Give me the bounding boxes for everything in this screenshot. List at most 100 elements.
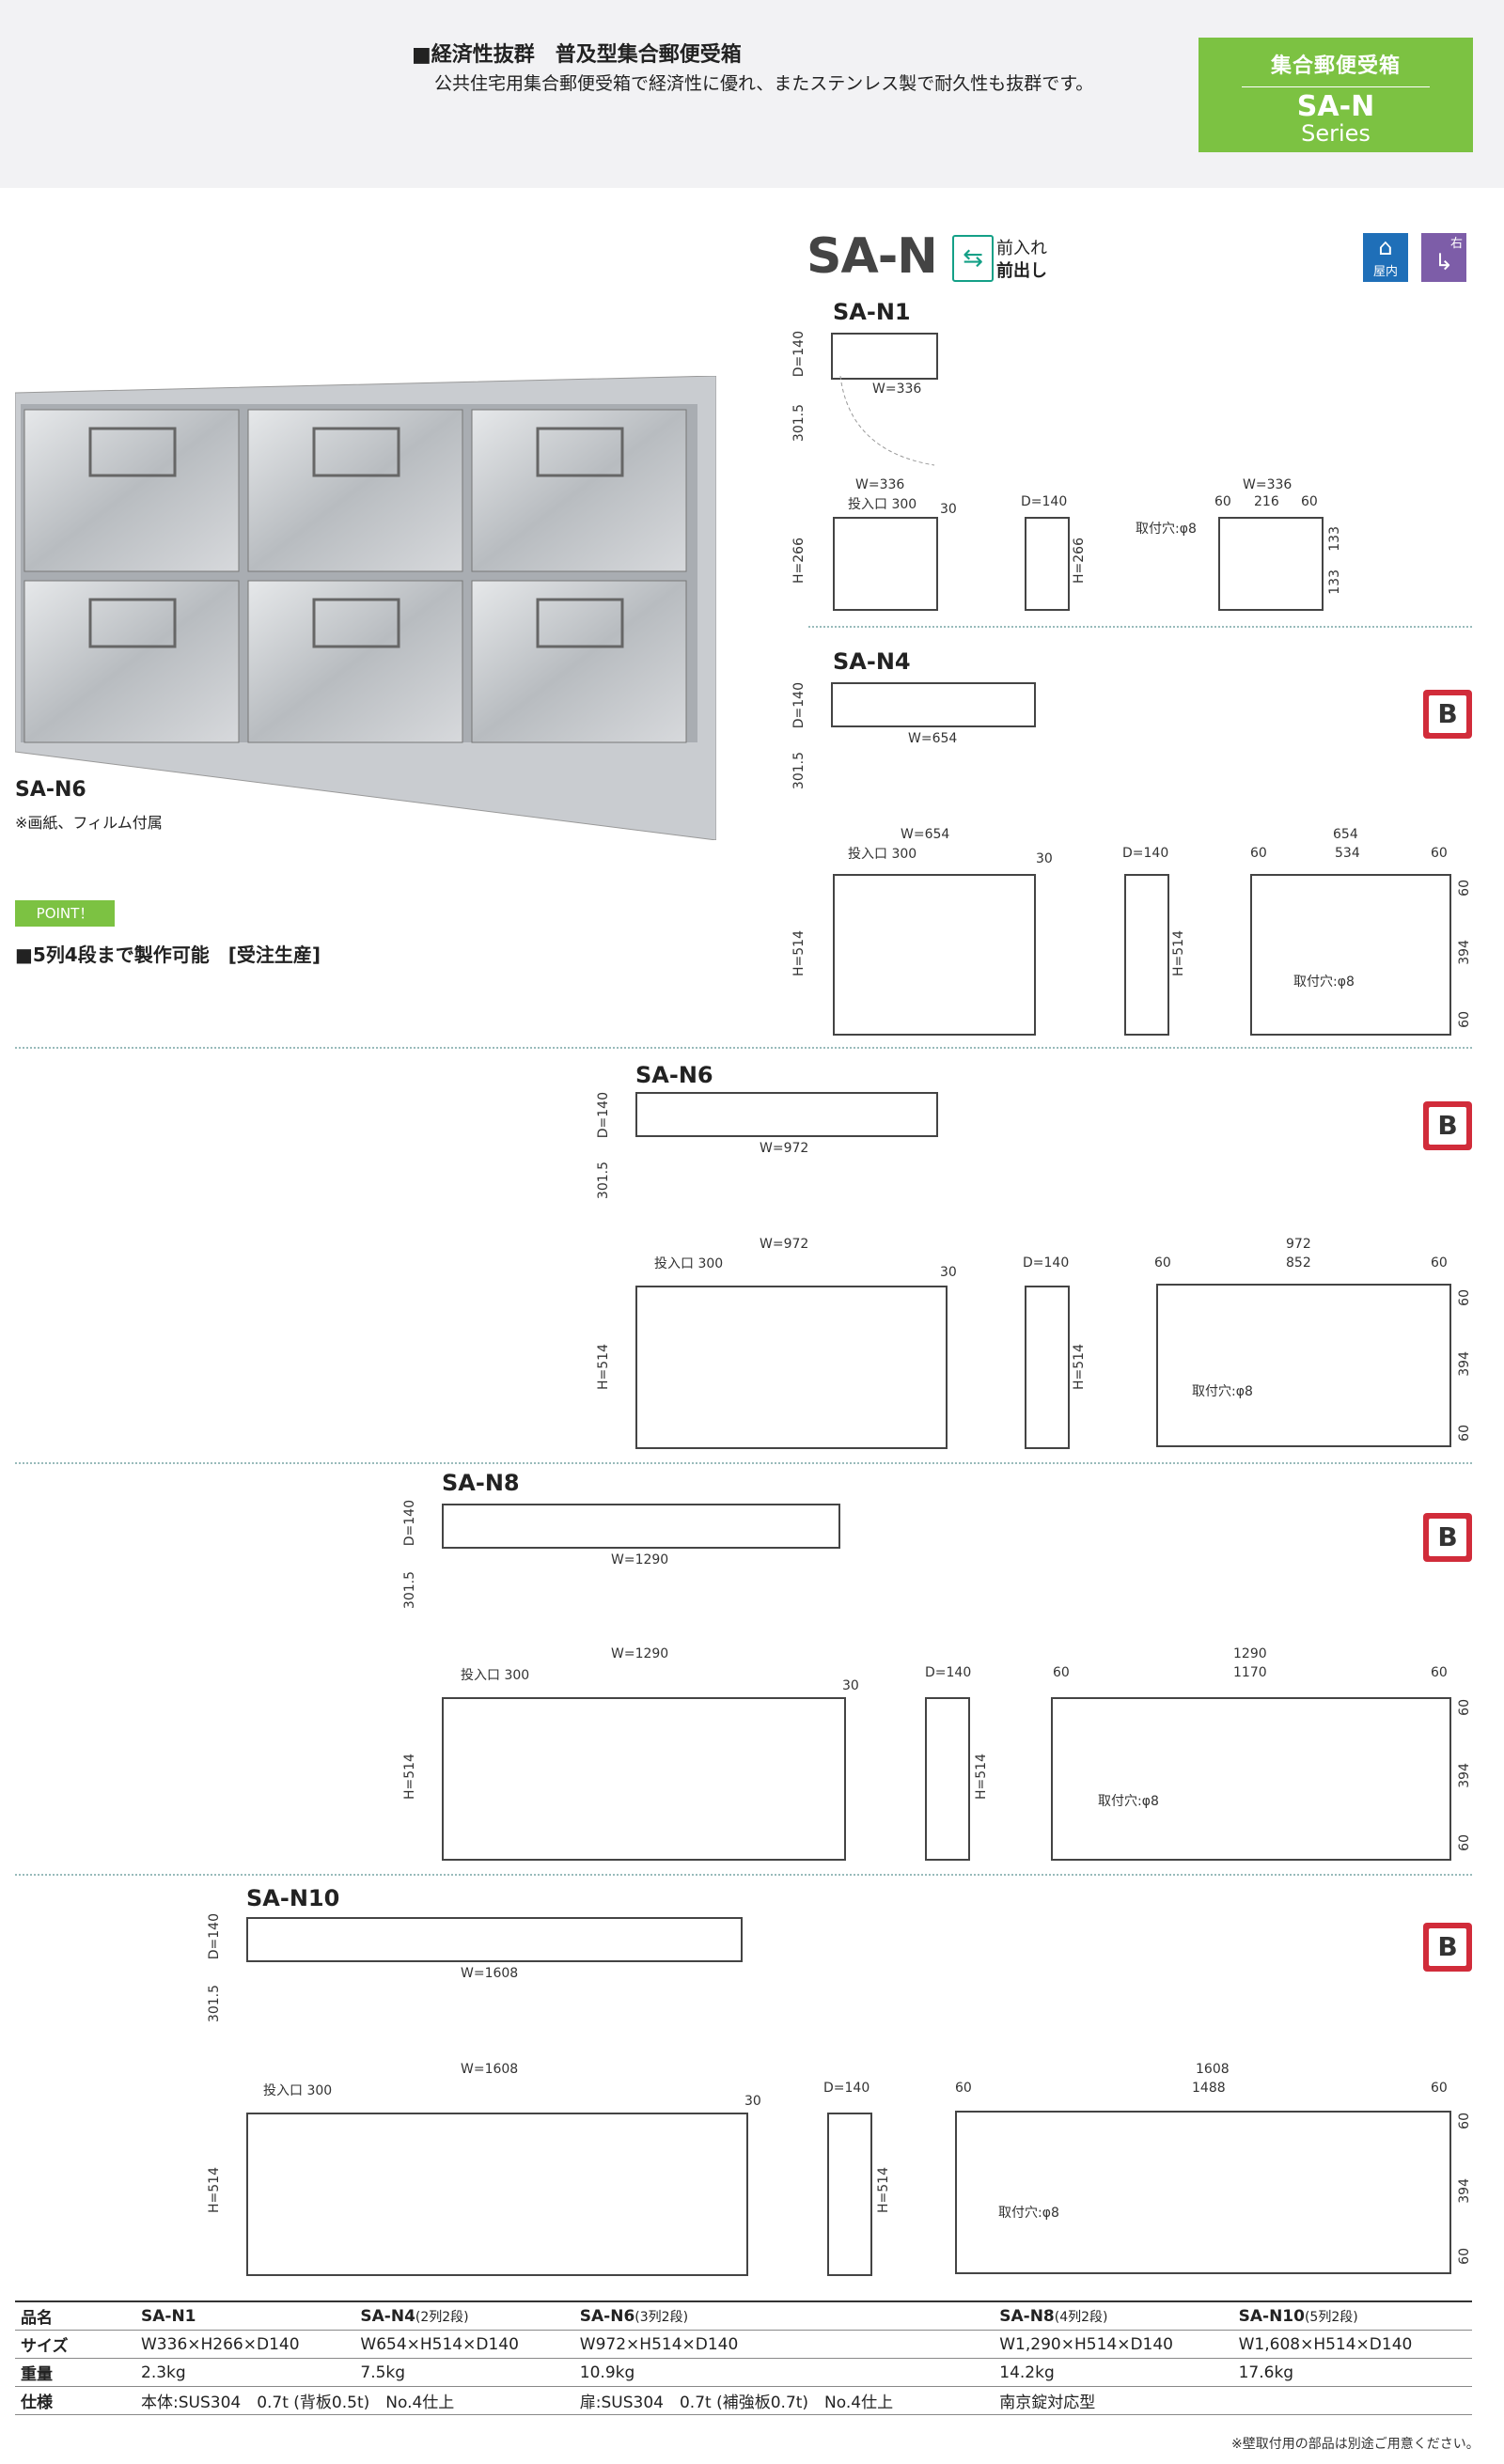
indoor-icon: ⌂屋内 xyxy=(1363,233,1408,282)
n6-depth-dim: D=140 xyxy=(596,1092,611,1139)
n6-top-dim: 30 xyxy=(940,1265,957,1280)
n8-back-b: 1170 xyxy=(1233,1665,1267,1680)
n8-slot-dim: 投入口 300 xyxy=(461,1668,530,1683)
mailbox-door xyxy=(247,580,463,743)
divider xyxy=(15,1047,1472,1049)
n4-back-a: 60 xyxy=(1250,846,1267,861)
n6-v2: 394 xyxy=(1457,1351,1472,1377)
spec-table: 品名 SA-N1 SA-N4(2列2段) SA-N6(3列2段) SA-N8(4… xyxy=(15,2300,1472,2415)
photo-caption: SA-N6 xyxy=(15,778,86,802)
divider xyxy=(15,1874,1472,1876)
n1-slot-dim: 投入口 300 xyxy=(848,497,917,512)
photo-note: ※画紙、フィルム付属 xyxy=(15,814,163,832)
footer-note: ※壁取付用の部品は別途ご用意ください。 xyxy=(1231,2437,1480,2452)
n10-slot-dim: 投入口 300 xyxy=(263,2083,333,2098)
n4-front-view xyxy=(833,874,1036,1036)
n4-open-dim: 301.5 xyxy=(791,752,807,790)
mailbox-door xyxy=(24,580,240,743)
n4-v1: 60 xyxy=(1457,880,1472,897)
n8-top-dim: 30 xyxy=(842,1678,859,1693)
slot-flap xyxy=(312,427,400,477)
n6-slot-dim: 投入口 300 xyxy=(654,1256,724,1271)
table-row: 仕様 本体:SUS304 0.7t (背板0.5t) No.4仕上 扉:SUS3… xyxy=(15,2386,1472,2415)
model-name-n8: SA-N8 xyxy=(442,1470,520,1496)
n1-back-width: W=336 xyxy=(1243,477,1292,492)
n1-width-dim: W=336 xyxy=(872,382,922,397)
n10-top-view xyxy=(246,1917,743,1962)
n6-side-depth: D=140 xyxy=(1023,1255,1070,1271)
n4-side-view xyxy=(1124,874,1169,1036)
slot-flap xyxy=(312,598,400,648)
n10-back-view xyxy=(955,2111,1451,2274)
n8-v1: 60 xyxy=(1457,1699,1472,1716)
n8-height-dim: H=514 xyxy=(402,1754,417,1800)
n1-depth-dim: D=140 xyxy=(791,331,807,378)
mailbox-door xyxy=(471,409,687,572)
n1-front-width: W=336 xyxy=(855,477,905,492)
n4-depth-dim: D=140 xyxy=(791,682,807,729)
n8-width-dim: W=1290 xyxy=(611,1552,669,1567)
n8-front-width: W=1290 xyxy=(611,1646,669,1661)
n1-open-dim: 301.5 xyxy=(791,404,807,443)
n4-width-dim: W=654 xyxy=(908,731,958,746)
n1-back-c: 60 xyxy=(1301,494,1318,509)
right-label: 右 xyxy=(1449,237,1463,251)
point-label: POINT！ xyxy=(15,900,115,927)
n10-back-b: 1488 xyxy=(1192,2081,1226,2096)
divider xyxy=(15,1462,1472,1464)
front-in-text: 前入れ xyxy=(996,239,1047,258)
n8-side-height: H=514 xyxy=(974,1754,989,1800)
n4-back-width: 654 xyxy=(1333,827,1358,842)
mailbox-door xyxy=(24,409,240,572)
table-row: 重量 2.3kg 7.5kg 10.9kg 14.2kg 17.6kg xyxy=(15,2358,1472,2387)
n8-back-a: 60 xyxy=(1053,1665,1070,1680)
n8-back-view xyxy=(1051,1697,1451,1861)
slot-flap xyxy=(88,598,177,648)
n6-front-view xyxy=(635,1286,948,1449)
n6-back-a: 60 xyxy=(1154,1255,1171,1271)
n10-back-width: 1608 xyxy=(1196,2062,1230,2077)
n4-top-view xyxy=(831,682,1036,727)
n4-back-view xyxy=(1250,874,1451,1036)
n4-side-depth: D=140 xyxy=(1122,846,1169,861)
n1-top-view xyxy=(831,333,938,380)
n8-side-view xyxy=(925,1697,970,1861)
n6-back-width: 972 xyxy=(1286,1237,1311,1252)
n6-width-dim: W=972 xyxy=(760,1141,809,1156)
n4-back-c: 60 xyxy=(1431,846,1448,861)
n10-hole-note: 取付穴:φ8 xyxy=(998,2206,1059,2221)
n10-v1: 60 xyxy=(1457,2113,1472,2129)
model-name-n4: SA-N4 xyxy=(833,648,911,675)
n6-side-height: H=514 xyxy=(1072,1344,1087,1390)
n6-side-view xyxy=(1025,1286,1070,1449)
n1-door-swing xyxy=(839,376,935,466)
n6-back-view xyxy=(1156,1284,1451,1447)
n6-hole-note: 取付穴:φ8 xyxy=(1192,1384,1253,1399)
n1-side-depth: D=140 xyxy=(1021,494,1068,509)
series-category: 集合郵便受箱 xyxy=(1270,55,1401,78)
n6-open-dim: 301.5 xyxy=(596,1162,611,1200)
n10-front-view xyxy=(246,2113,748,2276)
n4-height-dim: H=514 xyxy=(791,930,807,976)
product-photo xyxy=(15,376,716,840)
n1-front-view xyxy=(833,517,938,611)
n8-top-view xyxy=(442,1504,840,1549)
n10-depth-dim: D=140 xyxy=(207,1913,222,1960)
front-in-out-icon: ⇆ xyxy=(952,235,994,282)
n6-v1: 60 xyxy=(1457,1289,1472,1306)
point-text: ■5列4段まで製作可能 [受注生産] xyxy=(15,943,321,966)
n6-v3: 60 xyxy=(1457,1425,1472,1442)
series-name: SA-N xyxy=(1296,90,1375,123)
n8-side-depth: D=140 xyxy=(925,1665,972,1680)
n10-v3: 60 xyxy=(1457,2248,1472,2265)
n10-side-height: H=514 xyxy=(876,2167,891,2213)
n1-back-view xyxy=(1218,517,1324,611)
n8-open-dim: 301.5 xyxy=(402,1571,417,1610)
n1-back-a: 60 xyxy=(1214,494,1231,509)
right-hinge-icon: 右↳ xyxy=(1421,233,1466,282)
indoor-label: 屋内 xyxy=(1372,265,1398,279)
n8-v3: 60 xyxy=(1457,1834,1472,1851)
n6-back-c: 60 xyxy=(1431,1255,1448,1271)
n6-top-view xyxy=(635,1092,938,1137)
product-title: SA-N xyxy=(807,228,938,285)
